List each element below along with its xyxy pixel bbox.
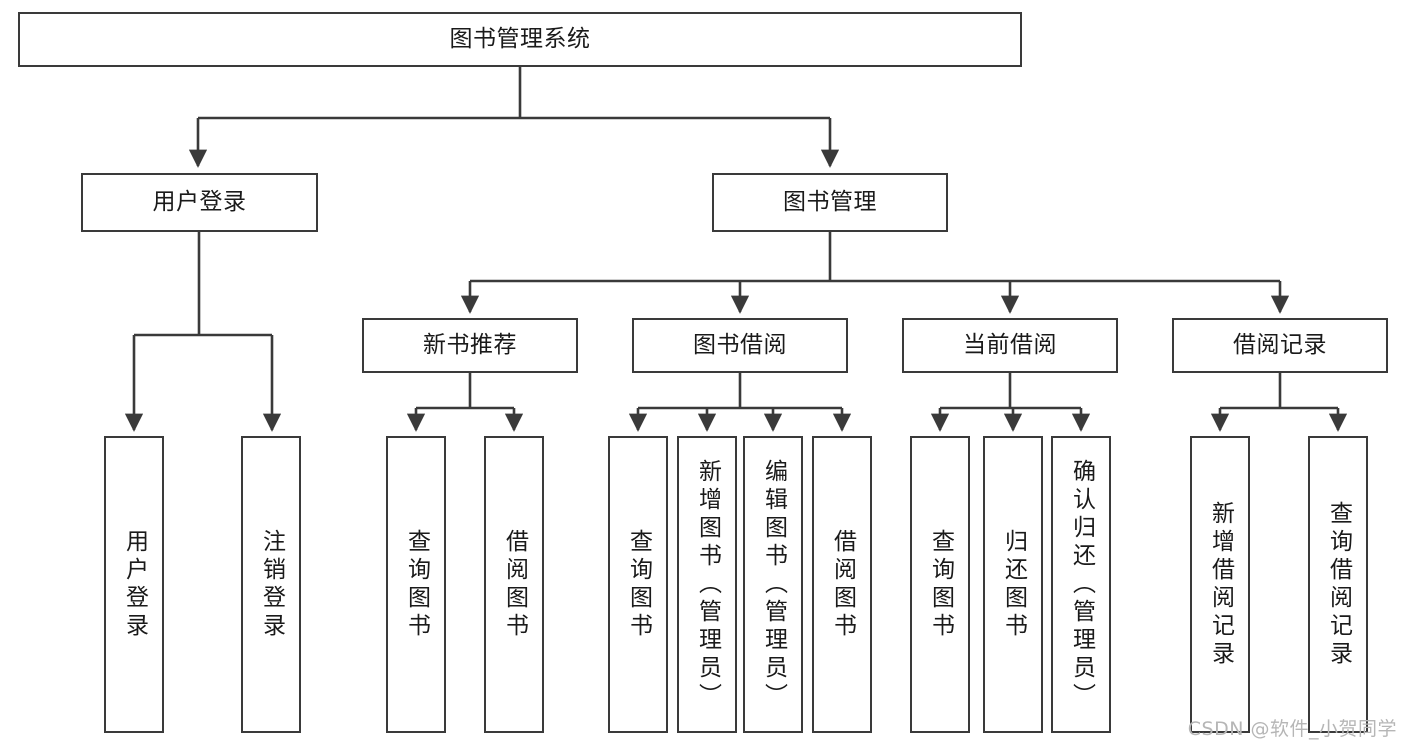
node-leaf-add-record-label: 新增借阅记录 (1207, 500, 1234, 669)
node-leaf-query-book-1[interactable]: 查询图书 (386, 436, 446, 733)
node-leaf-query-book-1-label: 查询图书 (403, 528, 430, 641)
node-leaf-edit-book-label: 编辑图书（管理员） (760, 458, 787, 711)
node-new-book-recommend[interactable]: 新书推荐 (362, 318, 578, 373)
node-borrow-record[interactable]: 借阅记录 (1172, 318, 1388, 373)
node-leaf-confirm-return-label: 确认归还（管理员） (1068, 458, 1095, 711)
node-leaf-user-login[interactable]: 用户登录 (104, 436, 164, 733)
node-new-book-recommend-label: 新书推荐 (423, 331, 517, 358)
node-leaf-borrow-book-2[interactable]: 借阅图书 (812, 436, 872, 733)
node-leaf-query-book-2[interactable]: 查询图书 (608, 436, 668, 733)
node-user-login-label: 用户登录 (152, 188, 247, 215)
node-current-borrow[interactable]: 当前借阅 (902, 318, 1118, 373)
node-leaf-add-record[interactable]: 新增借阅记录 (1190, 436, 1250, 733)
node-leaf-add-book-label: 新增图书（管理员） (694, 458, 721, 711)
node-leaf-logout[interactable]: 注销登录 (241, 436, 301, 733)
node-borrow-record-label: 借阅记录 (1233, 331, 1327, 358)
node-leaf-borrow-book-2-label: 借阅图书 (829, 528, 856, 641)
node-leaf-edit-book[interactable]: 编辑图书（管理员） (743, 436, 803, 733)
watermark: CSDN @软件_小贺同学 (1187, 718, 1397, 740)
node-leaf-borrow-book-1[interactable]: 借阅图书 (484, 436, 544, 733)
node-leaf-query-book-2-label: 查询图书 (625, 528, 652, 641)
node-leaf-user-login-label: 用户登录 (121, 528, 148, 641)
node-leaf-return-book-label: 归还图书 (1000, 528, 1027, 641)
node-leaf-query-book-3[interactable]: 查询图书 (910, 436, 970, 733)
node-leaf-borrow-book-1-label: 借阅图书 (501, 528, 528, 641)
node-book-borrow[interactable]: 图书借阅 (632, 318, 848, 373)
node-leaf-logout-label: 注销登录 (258, 528, 285, 641)
node-root[interactable]: 图书管理系统 (18, 12, 1022, 67)
node-book-manage-label: 图书管理 (783, 188, 877, 215)
node-leaf-return-book[interactable]: 归还图书 (983, 436, 1043, 733)
node-book-manage[interactable]: 图书管理 (712, 173, 948, 232)
node-book-borrow-label: 图书借阅 (693, 331, 787, 358)
node-leaf-add-book[interactable]: 新增图书（管理员） (677, 436, 737, 733)
node-leaf-query-record-label: 查询借阅记录 (1325, 500, 1352, 669)
node-leaf-confirm-return[interactable]: 确认归还（管理员） (1051, 436, 1111, 733)
node-user-login[interactable]: 用户登录 (81, 173, 318, 232)
node-root-label: 图书管理系统 (449, 25, 591, 52)
node-leaf-query-record[interactable]: 查询借阅记录 (1308, 436, 1368, 733)
node-current-borrow-label: 当前借阅 (963, 331, 1057, 358)
node-leaf-query-book-3-label: 查询图书 (927, 528, 954, 641)
